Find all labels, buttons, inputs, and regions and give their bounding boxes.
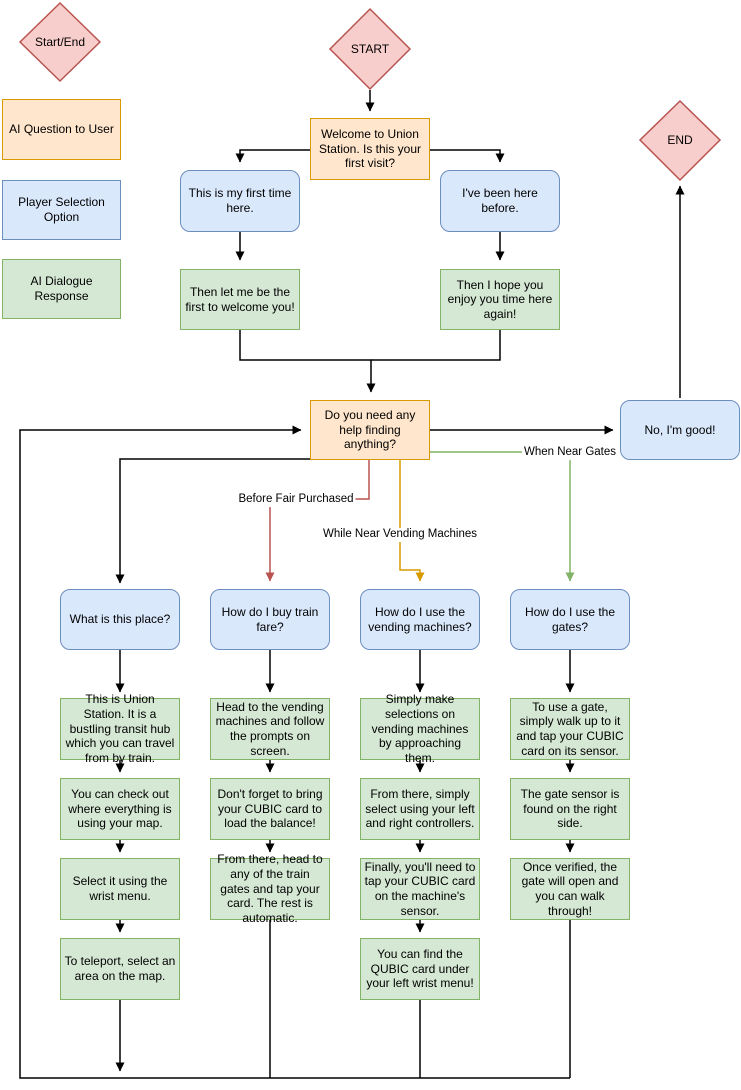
edge-enjoy-merge: [371, 330, 501, 361]
legend-ai-question: AI Question to User: [2, 99, 121, 160]
node-q-fare: How do I buy train fare?: [210, 589, 330, 650]
node-gates-1: To use a gate, simply walk up to it and …: [510, 698, 630, 760]
start-diamond: [328, 7, 412, 91]
node-no-good-option: No, I'm good!: [620, 400, 740, 460]
edge-merge-to-need-help: [239, 330, 376, 393]
node-welcome-new-response: Then let me be the first to welcome you!: [180, 269, 300, 330]
edge-before-fare: [265, 460, 370, 582]
edge-return-loop: [19, 425, 570, 1079]
node-vending-2: From there, simply select using your lef…: [360, 778, 480, 840]
legend-player-option: Player Selection Option: [2, 180, 121, 240]
node-q-place: What is this place?: [60, 589, 180, 650]
node-fare-1: Head to the vending machines and follow …: [210, 698, 330, 760]
edge-need-help-to-place: [115, 458, 310, 584]
edge-welcome-to-been-before: [430, 149, 505, 163]
node-vending-3: Finally, you'll need to tap your CUBIC c…: [360, 858, 480, 920]
legend-start-end-diamond: [18, 1, 102, 83]
edge-near-gates: [430, 451, 575, 582]
node-fare-2: Don't forget to bring your CUBIC card to…: [210, 778, 330, 840]
node-first-time-option: This is my first time here.: [180, 170, 300, 232]
legend-start-end-label: Start/End: [34, 34, 86, 49]
end-label: END: [667, 133, 693, 148]
edge-near-vending: [399, 460, 425, 582]
node-vending-4: You can find the QUBIC card under your l…: [360, 938, 480, 1000]
node-q-gates: How do I use the gates?: [510, 589, 630, 650]
node-place-3: Select it using the wrist menu.: [60, 858, 180, 920]
node-gates-2: The gate sensor is found on the right si…: [510, 778, 630, 840]
edge-welcome-to-first-time: [235, 149, 310, 163]
start-label: START: [350, 41, 390, 56]
node-q-vending: How do I use the vending machines?: [360, 589, 480, 650]
edge-label-before-fare: Before Fair Purchased: [236, 493, 356, 507]
node-vending-1: Simply make selections on vending machin…: [360, 692, 480, 765]
node-place-4: To teleport, select an area on the map.: [60, 938, 180, 1000]
edge-label-near-vending: While Near Vending Machines: [320, 528, 480, 542]
node-fare-3: From there, head to any of the train gat…: [210, 852, 330, 925]
node-gates-3: Once verified, the gate will open and yo…: [510, 858, 630, 920]
node-been-before-option: I've been here before.: [440, 170, 560, 232]
edge-label-near-gates: When Near Gates: [521, 446, 619, 460]
node-place-1: This is Union Station. It is a bustling …: [60, 692, 180, 765]
node-welcome-question: Welcome to Union Station. Is this your f…: [310, 118, 430, 180]
legend-ai-response: AI Dialogue Response: [2, 259, 121, 319]
node-enjoy-again-response: Then I hope you enjoy you time here agai…: [440, 269, 560, 330]
node-need-help-question: Do you need any help finding anything?: [310, 400, 430, 460]
node-place-2: You can check out where everything is us…: [60, 778, 180, 840]
end-diamond: [638, 99, 722, 182]
